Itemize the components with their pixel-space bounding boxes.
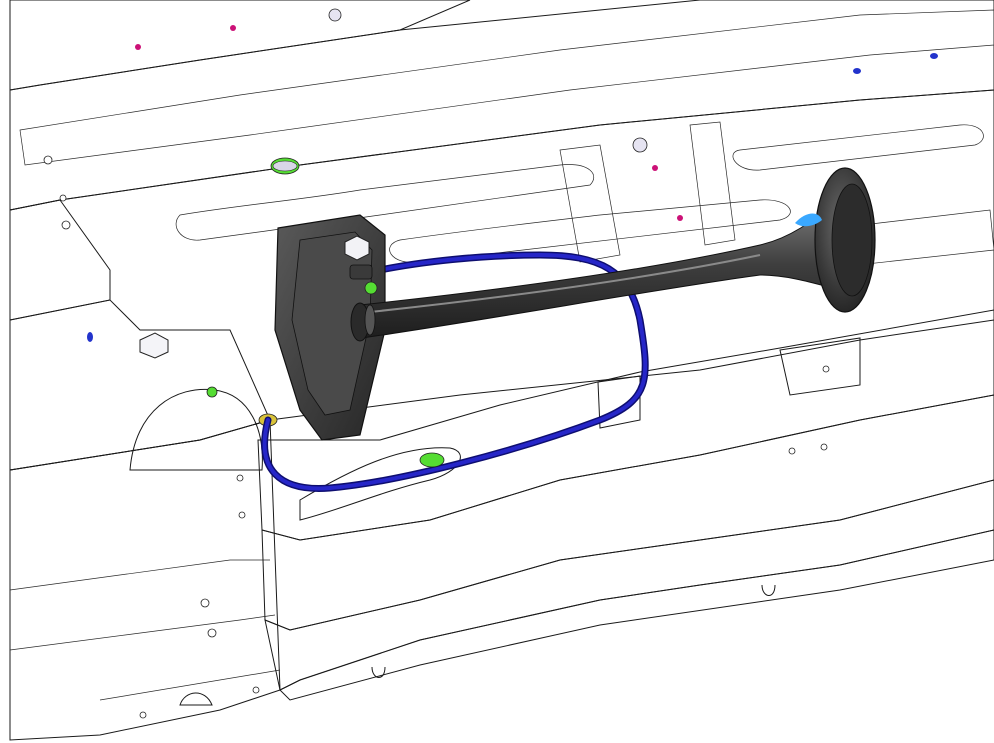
bracket-valve <box>349 264 373 280</box>
side-reinforcement[interactable] <box>257 309 994 701</box>
floor-rib-1 <box>175 164 595 241</box>
horn-mounting-bracket[interactable] <box>274 214 386 441</box>
floor-boss-1 <box>632 137 648 153</box>
lip-notch-2 <box>761 584 776 596</box>
flange-hole-2 <box>59 194 67 202</box>
left-flange <box>9 199 111 321</box>
air-horn[interactable] <box>350 167 876 342</box>
fitting-green-top-cap <box>272 160 298 172</box>
lip-notch-1 <box>371 666 386 678</box>
horn-collar-ring <box>364 304 376 336</box>
horn-bell-reflection <box>795 213 822 227</box>
cyan-bracket-right <box>779 337 861 396</box>
center-stiffener <box>559 144 621 263</box>
fastener-blue-1 <box>853 68 861 74</box>
fitting-green-left <box>206 386 218 398</box>
fastener-blue-3 <box>87 332 93 342</box>
floor-crease-3 <box>99 669 281 701</box>
floor-boss-2 <box>328 8 342 22</box>
floor-hole-b <box>207 628 217 638</box>
floor-rib-3 <box>389 199 791 263</box>
fastener-magenta-3 <box>652 165 658 171</box>
fastener-blue-2 <box>930 53 938 59</box>
cyan-hole-2 <box>820 443 828 451</box>
floor-crease-2 <box>9 614 276 651</box>
floor-hole-c <box>238 511 246 519</box>
floor-hole-f <box>252 686 260 694</box>
rail-hole-1 <box>43 155 53 165</box>
floor-lower-left <box>9 419 281 741</box>
floor-hole-a <box>200 598 210 608</box>
bracket-hex-nut <box>344 235 370 261</box>
fastener-magenta-4 <box>677 215 683 221</box>
horn-tube-highlight <box>369 254 761 313</box>
horn-bell-mouth <box>831 183 873 297</box>
fastener-magenta-1 <box>230 25 236 31</box>
floor-hole-d <box>236 474 244 482</box>
air-hose[interactable] <box>261 251 649 492</box>
reinforcement-lip <box>279 529 994 701</box>
floor-cutout <box>179 692 213 706</box>
floor-hole-e <box>139 711 147 719</box>
right-stiffener <box>689 121 736 246</box>
flange-hole-1 <box>61 220 71 230</box>
rail-slot <box>19 9 994 166</box>
bracket-hole-right <box>822 365 830 373</box>
floor-crease-1 <box>9 559 270 591</box>
fastener-magenta-2 <box>135 44 141 50</box>
cyan-hole-1 <box>788 447 796 455</box>
hex-bolt-left <box>139 332 169 359</box>
floor-rib-2 <box>732 124 984 171</box>
floor-panel[interactable] <box>9 0 994 741</box>
bracket-fitting <box>364 281 378 295</box>
cyan-bracket-center <box>597 375 641 429</box>
hose-body <box>262 252 648 491</box>
hose-clip <box>419 452 445 468</box>
